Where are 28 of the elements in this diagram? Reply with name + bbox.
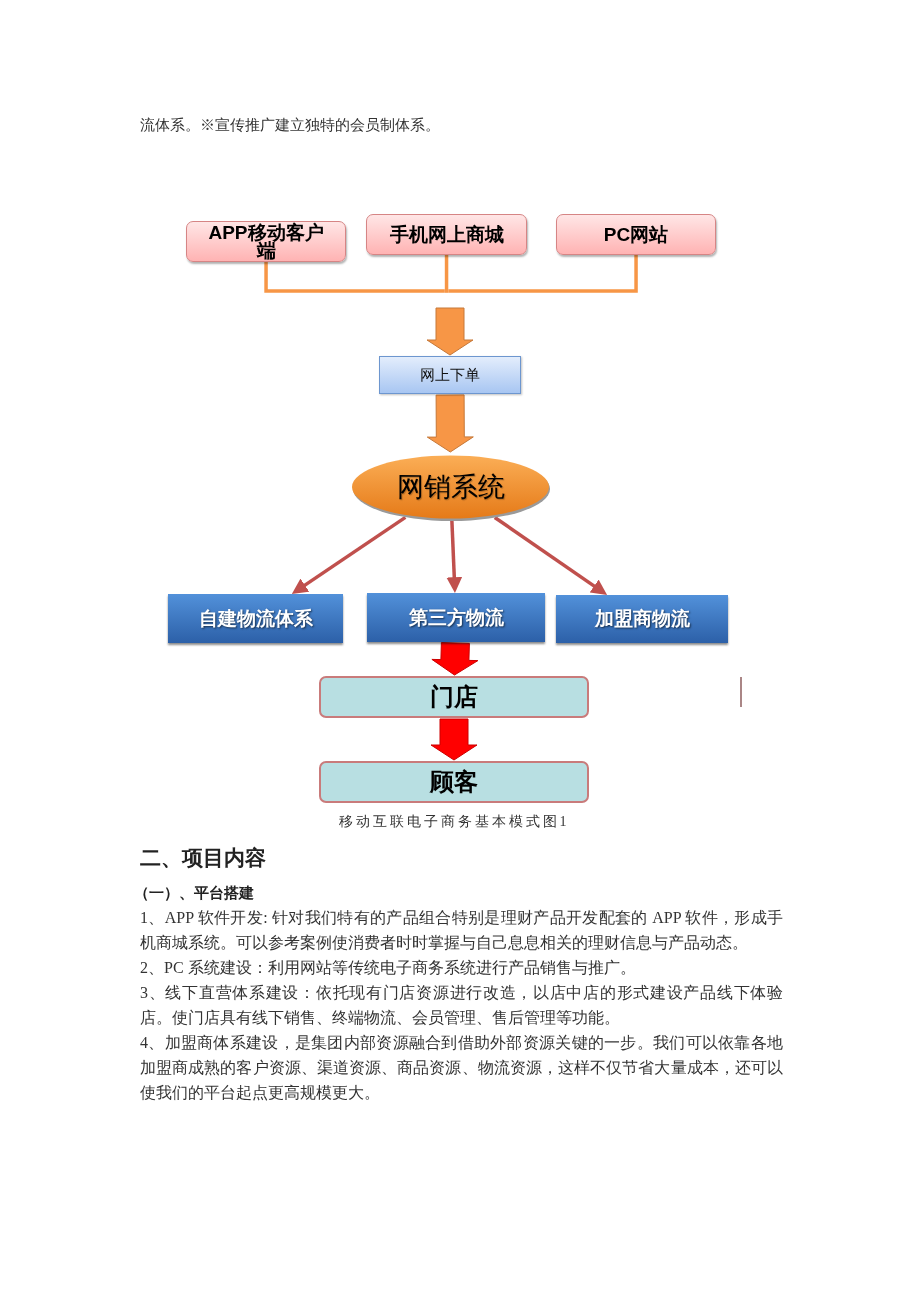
process-box: 加盟商物流 bbox=[556, 595, 728, 643]
block-arrow bbox=[430, 718, 478, 761]
figure-caption: 移动互联电子商务基本模式图1 bbox=[338, 813, 570, 831]
rounded-box: 顾客 bbox=[319, 761, 589, 803]
paragraph: 4、加盟商体系建设，是集团内部资源融合到借助外部资源关键的一步。我们可以依靠各地加盟商成熟的客户资源、渠道资源、商品资源、物流资源，这样不仅节省大量成本，还可以使我们的平台起点更高规模更大。 bbox=[140, 1033, 783, 1103]
paragraph: 2、PC 系统建设：利用网站等传统电子商务系统进行产品销售与推广。 bbox=[140, 958, 637, 978]
block-arrow bbox=[431, 642, 479, 676]
block-arrow bbox=[426, 394, 474, 453]
process-box: 第三方物流 bbox=[367, 593, 545, 642]
process-ellipse: 网销系统 bbox=[350, 453, 551, 521]
paragraph: 3、线下直营体系建设：依托现有门店资源进行改造，以店中店的形式建设产品线下体验店。使门店具有线下销售、终端物流、会员管理、售后管理等功能。 bbox=[140, 983, 783, 1028]
rounded-box: APP移动客户端 bbox=[186, 221, 346, 262]
bracket-line bbox=[448, 255, 638, 293]
body-text: 流体系。※宣传推广建立独特的会员制体系。 bbox=[140, 116, 440, 135]
rounded-box: PC网站 bbox=[556, 214, 716, 255]
arrow bbox=[291, 515, 407, 594]
section-heading: 二、项目内容 bbox=[140, 845, 266, 871]
bracket-line bbox=[264, 262, 445, 293]
subsection-heading: （一）、平台搭建 bbox=[134, 884, 254, 903]
process-box: 网上下单 bbox=[379, 356, 521, 394]
rounded-box: 门店 bbox=[319, 676, 589, 718]
rounded-box: 手机网上商城 bbox=[366, 214, 527, 255]
bracket-line bbox=[444, 255, 449, 293]
block-arrow bbox=[426, 307, 474, 356]
process-box: 自建物流体系 bbox=[168, 594, 343, 643]
arrow bbox=[446, 520, 463, 593]
paragraph: 1、APP 软件开发: 针对我们特有的产品组合特别是理财产品开发配套的 APP 软件，形成手机商城系统。可以参考案例使消费者时时掌握与自己息息相关的理财信息与产品动态。 bbox=[140, 908, 783, 953]
arrow bbox=[493, 516, 608, 595]
